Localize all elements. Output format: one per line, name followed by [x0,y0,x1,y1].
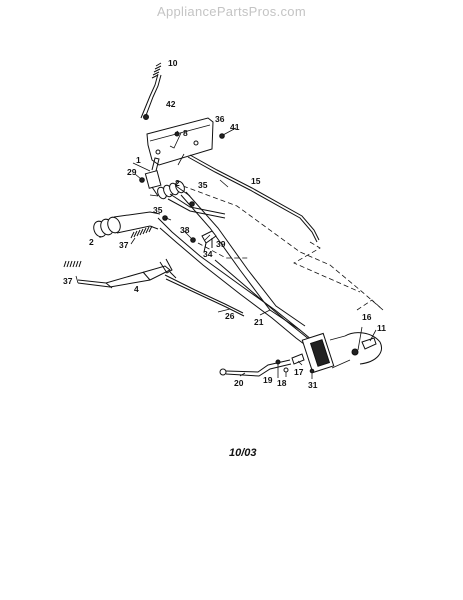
handlebar-grip-2 [93,211,161,238]
label-39: 39 [216,239,226,249]
cable-15 [187,156,318,243]
label-16: 16 [362,312,372,322]
housing-bracket [301,332,351,374]
label-38: 38 [180,225,190,235]
label-37-upper: 37 [119,240,129,250]
label-29: 29 [127,167,137,177]
label-15: 15 [251,176,261,186]
label-35-upper: 35 [198,180,208,190]
label-42: 42 [166,99,176,109]
clip-35-lower [162,215,168,221]
label-17: 17 [294,367,304,377]
label-20: 20 [234,378,244,388]
leader-lines [75,127,377,379]
clip-11 [361,337,377,350]
label-18: 18 [277,378,287,388]
label-2-upper: 2 [175,178,180,188]
label-2-lower: 2 [89,237,94,247]
bolt-8 [174,131,180,137]
label-4: 4 [134,284,139,294]
label-19: 19 [263,375,273,385]
watermark-text: AppliancePartsPros.com [157,4,306,19]
label-37-lower: 37 [63,276,73,286]
spring-37-upper [130,225,153,239]
cable-26 [164,274,244,314]
bolt-16 [351,348,359,356]
bracket-17 [291,353,305,365]
label-11: 11 [377,323,386,333]
label-1: 1 [136,155,141,165]
screw-31 [309,368,315,374]
label-21: 21 [254,317,264,327]
label-41: 41 [230,122,240,132]
label-36: 36 [215,114,225,124]
washer-19 [275,359,281,365]
control-lever-10 [140,62,162,119]
mounting-plate-36 [146,117,214,166]
spring-37-lower [63,260,82,268]
label-35-lower: 35 [153,205,163,215]
shift-linkage-1 [144,157,162,197]
label-8: 8 [183,128,188,138]
pin-18 [283,367,289,373]
label-34: 34 [203,249,213,259]
clip-35-upper [189,201,195,207]
bracket-39 [201,230,217,244]
date-code: 10/03 [229,447,257,459]
bolt-38 [190,237,196,243]
nut-42 [143,114,149,120]
label-26: 26 [225,311,235,321]
label-10: 10 [168,58,178,68]
label-31: 31 [308,380,318,390]
clutch-bail-4 [77,265,171,288]
